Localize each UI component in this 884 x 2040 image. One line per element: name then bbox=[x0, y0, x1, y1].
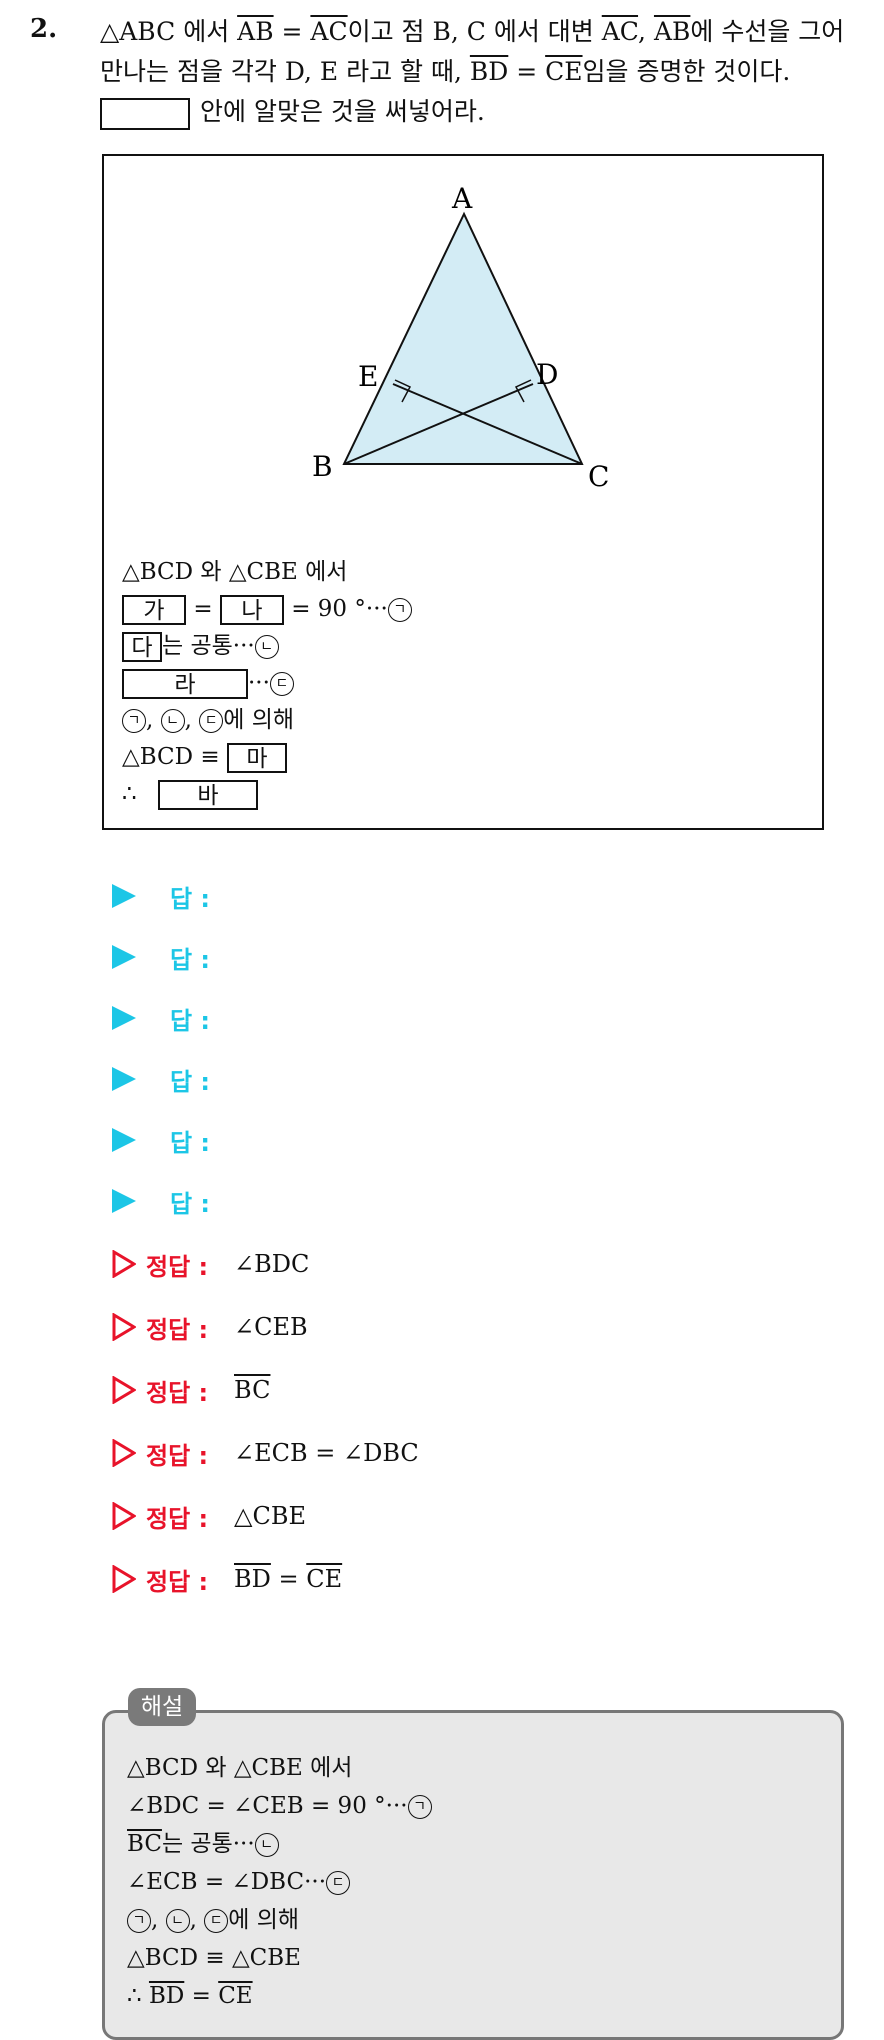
hollow-arrow-icon bbox=[112, 1502, 136, 1530]
exp-line-1: △BCD 와 △CBE 에서 bbox=[127, 1755, 353, 1781]
triangle-abc bbox=[342, 211, 584, 465]
proof-line-6: △BCD ≡ 마 bbox=[122, 739, 412, 776]
answer-row-3[interactable]: 답 : bbox=[112, 998, 210, 1038]
label-d: D bbox=[536, 358, 558, 391]
circled-3-icon: ㄷ bbox=[199, 709, 224, 733]
key-row-4: 정답 : ∠ECB = ∠DBC bbox=[112, 1433, 419, 1473]
exp-line-4: ∠ECB = ∠DBC···ㄷ bbox=[127, 1863, 432, 1901]
circled-3-icon: ㄷ bbox=[269, 672, 294, 696]
key-value-1: ∠BDC bbox=[234, 1250, 310, 1278]
play-arrow-icon bbox=[112, 1189, 136, 1213]
key-value-2: ∠CEB bbox=[234, 1313, 308, 1341]
question-text: △ABC 에서 AB = AC이고 점 B, C 에서 대변 AC, AB에 수… bbox=[100, 12, 870, 132]
hollow-arrow-icon bbox=[112, 1439, 136, 1467]
play-arrow-icon bbox=[112, 945, 136, 969]
answer-row-2[interactable]: 답 : bbox=[112, 937, 210, 977]
key-row-6: 정답 : BD = CE bbox=[112, 1559, 342, 1599]
answer-label: 답 : bbox=[170, 1067, 211, 1096]
key-row-1: 정답 : ∠BDC bbox=[112, 1244, 309, 1284]
hollow-arrow-icon bbox=[112, 1565, 136, 1593]
proof-line-1: △BCD 와 △CBE 에서 bbox=[122, 559, 348, 585]
right-angle-mark-d bbox=[514, 379, 532, 403]
triangle-figure: A B C D E bbox=[312, 182, 609, 493]
key-row-5: 정답 : △CBE bbox=[112, 1496, 306, 1536]
hollow-arrow-icon bbox=[112, 1376, 136, 1404]
answer-row-4[interactable]: 답 : bbox=[112, 1059, 210, 1099]
play-arrow-icon bbox=[112, 1128, 136, 1152]
explanation-lines: △BCD 와 △CBE 에서 ∠BDC = ∠CEB = 90 °···ㄱ BC… bbox=[127, 1749, 432, 2015]
circled-3-icon: ㄷ bbox=[204, 1909, 229, 1933]
key-row-2: 정답 : ∠CEB bbox=[112, 1307, 308, 1347]
hollow-arrow-icon bbox=[112, 1313, 136, 1341]
circled-1-icon: ㄱ bbox=[122, 709, 146, 733]
key-value-3: BC bbox=[234, 1376, 271, 1404]
question-number: 2. bbox=[30, 14, 58, 44]
exp-line-6: △BCD ≡ △CBE bbox=[127, 1945, 301, 1971]
hollow-arrow-icon bbox=[112, 1250, 136, 1278]
answer-label: 답 : bbox=[170, 884, 211, 913]
blank-ra[interactable]: 라 bbox=[122, 669, 248, 699]
label-a: A bbox=[451, 182, 473, 215]
label-c: C bbox=[588, 460, 609, 493]
blank-box-icon bbox=[100, 97, 190, 130]
answer-row-6[interactable]: 답 : bbox=[112, 1181, 210, 1221]
answer-row-1[interactable]: 답 : bbox=[112, 876, 210, 916]
figure-box: A B C D E △BCD 와 △CBE 에서 가 = 나 = 90 °···… bbox=[102, 154, 824, 830]
circled-1-icon: ㄱ bbox=[387, 598, 412, 622]
blank-ga[interactable]: 가 bbox=[122, 595, 186, 625]
circled-1-icon: ㄱ bbox=[127, 1909, 151, 1933]
blank-ma[interactable]: 마 bbox=[226, 743, 287, 773]
proof-line-2: 가 = 나 = 90 °···ㄱ bbox=[122, 591, 412, 628]
segment-bd bbox=[343, 383, 534, 465]
segment-ce bbox=[392, 383, 583, 465]
circled-2-icon: ㄴ bbox=[254, 1833, 279, 1857]
answer-label: 답 : bbox=[170, 1128, 211, 1157]
key-value-6: BD = CE bbox=[234, 1565, 343, 1593]
play-arrow-icon bbox=[112, 1006, 136, 1030]
circled-2-icon: ㄴ bbox=[254, 635, 279, 659]
answer-row-5[interactable]: 답 : bbox=[112, 1120, 210, 1160]
circled-2-icon: ㄴ bbox=[165, 1909, 190, 1933]
explanation-tag: 해설 bbox=[128, 1688, 196, 1726]
answer-label: 답 : bbox=[170, 1006, 211, 1035]
exp-line-7: ∴ BD = CE bbox=[127, 1983, 253, 2009]
key-value-5: △CBE bbox=[234, 1502, 306, 1530]
circled-2-icon: ㄴ bbox=[160, 709, 185, 733]
label-e: E bbox=[358, 360, 378, 393]
play-arrow-icon bbox=[112, 1067, 136, 1091]
exp-line-2: ∠BDC = ∠CEB = 90 °···ㄱ bbox=[127, 1787, 432, 1825]
blank-na[interactable]: 나 bbox=[219, 595, 284, 625]
blank-da[interactable]: 다 bbox=[122, 632, 162, 662]
proof-line-7: ∴ 바 bbox=[122, 776, 412, 813]
key-value-4: ∠ECB = ∠DBC bbox=[234, 1439, 419, 1467]
right-angle-mark-e bbox=[394, 379, 412, 403]
blank-ba[interactable]: 바 bbox=[157, 780, 258, 810]
label-b: B bbox=[312, 450, 333, 483]
play-arrow-icon bbox=[112, 884, 136, 908]
circled-3-icon: ㄷ bbox=[326, 1871, 351, 1895]
circled-1-icon: ㄱ bbox=[407, 1795, 432, 1819]
exp-line-3: BC는 공통···ㄴ bbox=[127, 1825, 432, 1863]
answer-label: 답 : bbox=[170, 945, 211, 974]
proof-line-4: 라···ㄷ bbox=[122, 665, 412, 702]
key-row-3: 정답 : BC bbox=[112, 1370, 270, 1410]
answer-label: 답 : bbox=[170, 1189, 211, 1218]
explanation-box: △BCD 와 △CBE 에서 ∠BDC = ∠CEB = 90 °···ㄱ BC… bbox=[102, 1710, 844, 2040]
